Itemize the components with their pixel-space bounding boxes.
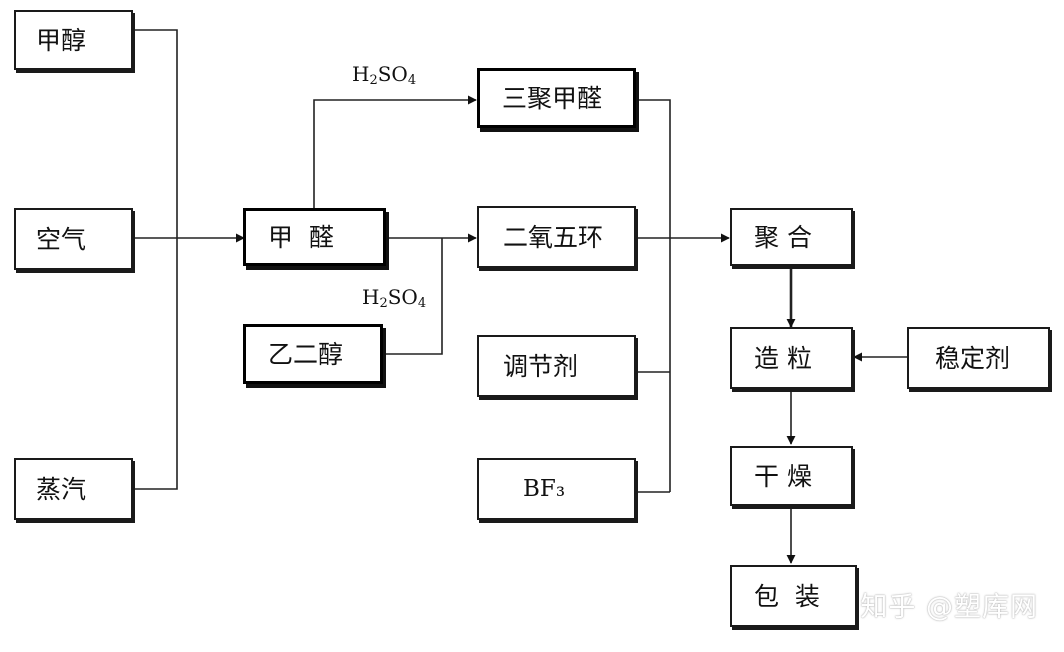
packaging-label: 包 装 — [754, 581, 820, 611]
formaldehyde-node: 甲 醛 — [243, 208, 386, 266]
formaldehyde-to-trioxane-arrow — [313, 95, 477, 208]
packaging-node: 包 装 — [730, 565, 857, 627]
bf3-node: BF₃ — [477, 458, 636, 520]
air-label: 空气 — [36, 224, 87, 254]
polymerization-node: 聚 合 — [730, 208, 853, 266]
steam-label: 蒸汽 — [36, 474, 87, 504]
air-node: 空气 — [14, 208, 133, 270]
bf3-label: BF₃ — [523, 475, 566, 502]
drying-label: 干 燥 — [754, 461, 812, 491]
methanol-node: 甲醇 — [14, 10, 133, 70]
ethylene-glycol-label: 乙二醇 — [268, 339, 344, 369]
dioxolane-label: 二氧五环 — [503, 222, 604, 252]
catalyst-label-top: H2SO4 — [352, 62, 417, 88]
drying-node: 干 燥 — [730, 446, 853, 506]
trioxane-label: 三聚甲醛 — [502, 83, 603, 113]
stabilizer-node: 稳定剂 — [907, 327, 1050, 389]
granulation-label: 造 粒 — [754, 343, 812, 373]
steam-node: 蒸汽 — [14, 458, 133, 520]
regulator-node: 调节剂 — [477, 335, 636, 397]
methanol-line — [133, 29, 178, 238]
watermark: 知乎 @塑库网 — [860, 592, 1038, 623]
catalyst-label-bottom: H2SO4 — [362, 285, 427, 311]
granulation-node: 造 粒 — [730, 327, 853, 389]
trioxane-node: 三聚甲醛 — [477, 68, 636, 128]
ethylene-glycol-node: 乙二醇 — [243, 324, 383, 384]
polymerization-label: 聚 合 — [754, 222, 812, 252]
steam-line — [133, 238, 178, 490]
stabilizer-label: 稳定剂 — [935, 343, 1011, 373]
trioxane-line — [636, 99, 671, 492]
formaldehyde-label: 甲 醛 — [268, 222, 334, 252]
methanol-label: 甲醇 — [36, 25, 87, 55]
regulator-label: 调节剂 — [503, 351, 579, 381]
glycol-line — [383, 238, 443, 355]
dioxolane-node: 二氧五环 — [477, 206, 636, 268]
